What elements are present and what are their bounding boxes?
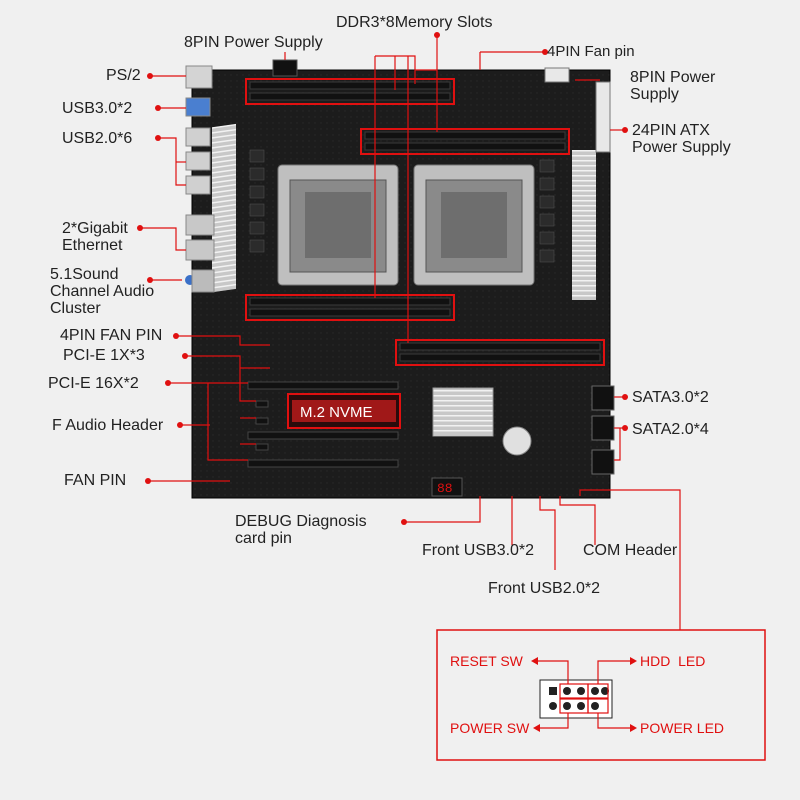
cpu-socket-right	[413, 164, 535, 286]
ethernet-label: 2*Gigabit Ethernet	[62, 220, 128, 254]
cmos-battery	[502, 426, 532, 456]
power-sw-label: POWER SW	[450, 720, 530, 736]
debug-display-digits: 88	[437, 481, 453, 496]
pcie1x-label: PCI-E 1X*3	[63, 347, 145, 364]
ram-slots	[249, 81, 601, 362]
sata2-label: SATA2.0*4	[632, 421, 709, 438]
fanpin-label: FAN PIN	[64, 472, 127, 489]
psu8-right-label: 8PIN Power Supply	[630, 69, 716, 103]
io-ports	[185, 65, 215, 293]
front-panel-header	[531, 657, 637, 732]
reset-sw-label: RESET SW	[450, 653, 523, 669]
faudio-label: F Audio Header	[52, 417, 164, 434]
callout-lines	[140, 35, 681, 630]
atx24-label: 24PIN ATX Power Supply	[632, 122, 731, 156]
audio-label: 5.1Sound Channel Audio Cluster	[50, 266, 155, 317]
fan4-top-label: 4PIN Fan pin	[547, 43, 635, 60]
cpu-socket-left	[277, 164, 399, 286]
com-header-label: COM Header	[583, 542, 678, 559]
psu8-top-label: 8PIN Power Supply	[184, 34, 323, 51]
chipset-heatsink	[432, 387, 494, 437]
front-usb2-label: Front USB2.0*2	[488, 580, 601, 597]
debug-display	[431, 477, 463, 497]
power-led-label: POWER LED	[640, 720, 725, 736]
callout-dots	[137, 32, 628, 525]
sata-ports	[591, 385, 615, 475]
fan4-label: 4PIN FAN PIN	[60, 327, 163, 344]
sata3-label: SATA3.0*2	[632, 389, 709, 406]
ps2-label: PS/2	[106, 67, 141, 84]
pcie-slots	[247, 381, 399, 468]
vrm-heatsink-right	[572, 150, 596, 300]
psu8-right-connector	[544, 67, 570, 83]
atx24-connector	[595, 81, 611, 153]
debug-label: DEBUG Diagnosis card pin	[235, 513, 367, 547]
vrm-heatsink-left	[212, 123, 236, 293]
front-usb3-label: Front USB3.0*2	[422, 542, 535, 559]
pcie16x-label: PCI-E 16X*2	[48, 375, 139, 392]
usb30-label: USB3.0*2	[62, 100, 133, 117]
psu8-top-connector	[272, 59, 298, 77]
front-panel-box	[436, 629, 766, 761]
highlight-boxes	[245, 78, 605, 366]
usb20-label: USB2.0*6	[62, 130, 133, 147]
ddr3-label: DDR3*8Memory Slots	[336, 14, 493, 31]
hdd-led-label: HDD LED	[640, 653, 706, 669]
m2-label: M.2 NVME	[300, 404, 373, 421]
